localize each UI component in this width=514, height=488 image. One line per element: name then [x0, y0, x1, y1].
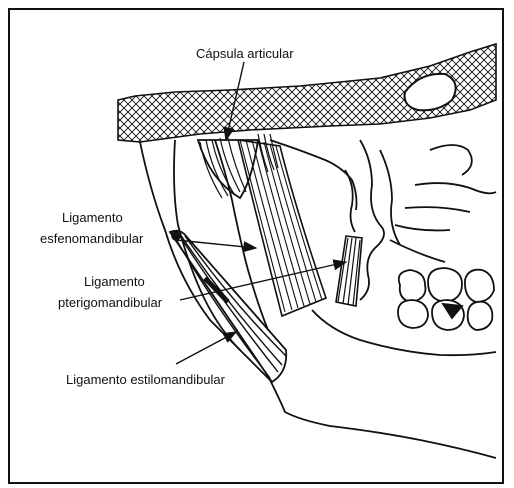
stylomandibular-ligament	[170, 230, 286, 382]
label-capsula: Cápsula articular	[196, 46, 294, 61]
label-esfeno-line1: Ligamento	[62, 210, 123, 225]
label-pterigo-line2: pterigomandibular	[58, 295, 163, 310]
sphenomandibular-ligament	[238, 140, 326, 316]
label-estilo: Ligamento estilomandibular	[66, 372, 226, 387]
estilo-leader	[176, 332, 236, 364]
teeth	[398, 268, 494, 330]
skull-base	[118, 44, 496, 142]
label-esfeno-line2: esfenomandibular	[40, 231, 144, 246]
pterygomandibular-ligament	[336, 236, 362, 306]
label-pterigo-line1: Ligamento	[84, 274, 145, 289]
